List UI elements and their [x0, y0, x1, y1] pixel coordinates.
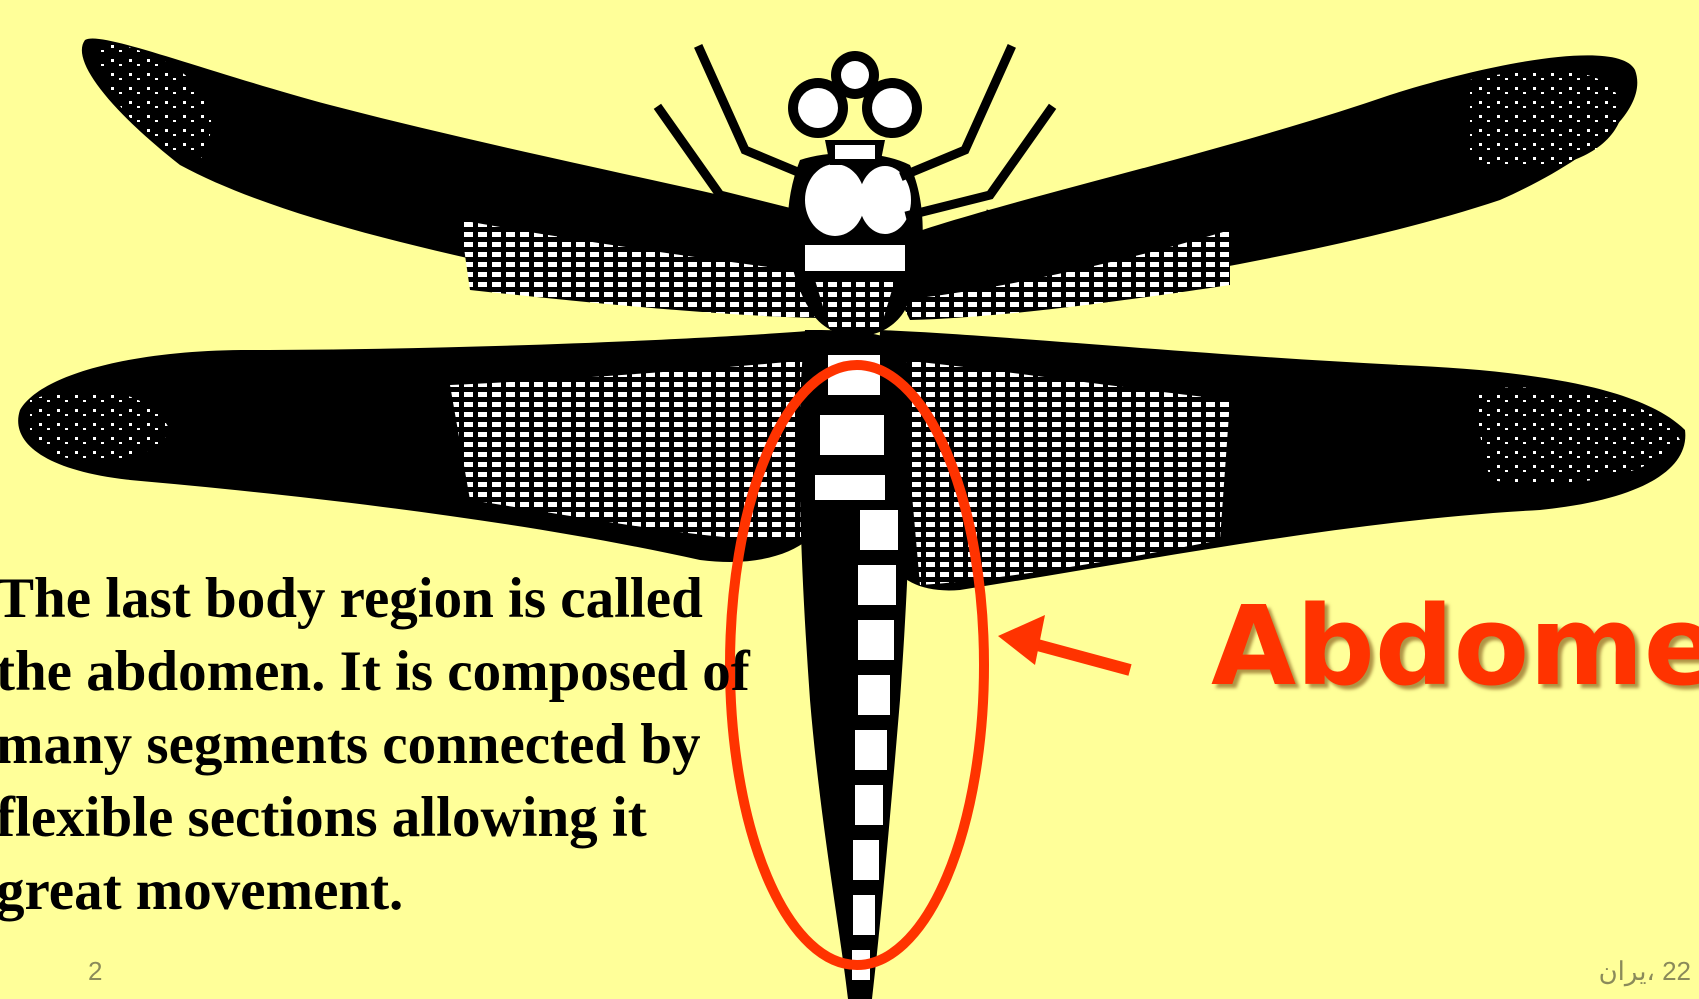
lower-right-wing — [875, 330, 1685, 590]
abdomen-segments — [800, 330, 911, 999]
abdomen-label: Abdomen — [1211, 586, 1699, 706]
slide-date: 22 ،يران — [1599, 956, 1691, 987]
slide-number: 2 — [88, 956, 102, 987]
head — [788, 51, 922, 165]
lower-left-wing — [18, 330, 830, 562]
abdomen-description: The last body region is called the abdom… — [0, 562, 756, 927]
pointer-arrow — [998, 615, 1130, 670]
upper-left-wing — [82, 38, 905, 318]
